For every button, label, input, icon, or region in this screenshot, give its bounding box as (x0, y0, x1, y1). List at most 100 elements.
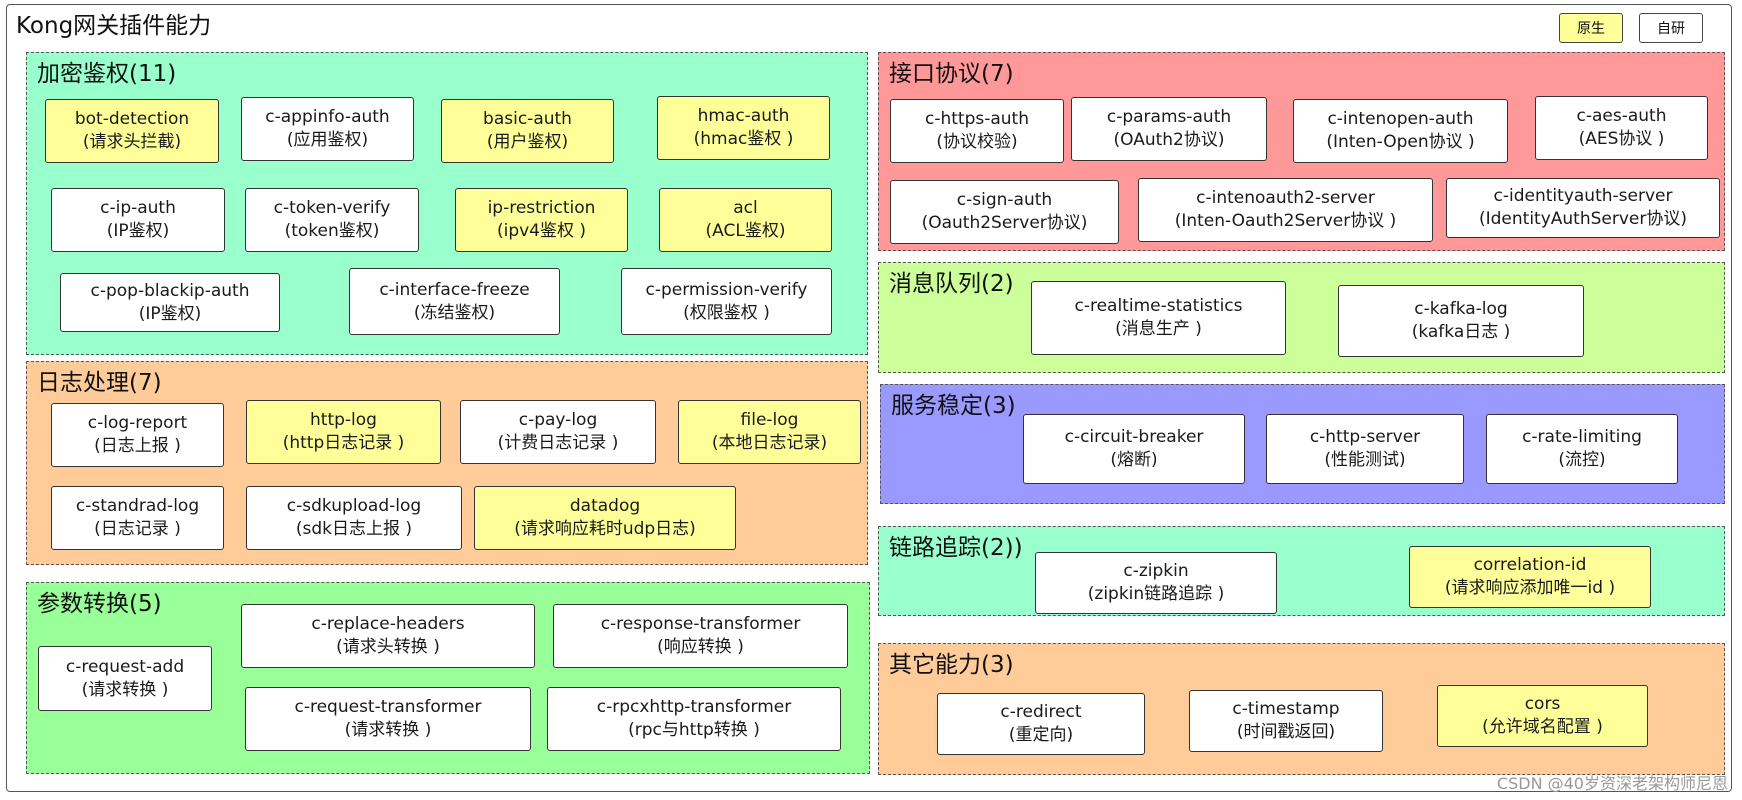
plugin-desc: (熔断) (1110, 450, 1158, 470)
plugin-name: correlation-id (1473, 555, 1587, 575)
plugin-desc: (OAuth2协议) (1113, 130, 1225, 150)
plugin-box-c-timestamp: c-timestamp(时间戳返回) (1189, 690, 1383, 752)
plugin-box-c-pop-blackip-auth: c-pop-blackip-auth(IP鉴权) (60, 273, 280, 332)
plugin-box-c-zipkin: c-zipkin (zipkin链路追踪 ) (1035, 552, 1277, 614)
plugin-name: c-circuit-breaker (1064, 427, 1204, 447)
plugin-box-c-rpcxhttp-transformer: c-rpcxhttp-transformer(rpc与http转换 ) (547, 687, 841, 751)
plugin-desc: (应用鉴权) (286, 130, 369, 150)
plugin-box-c-rate-limiting: c-rate-limiting (流控) (1486, 414, 1678, 484)
plugin-box-c-replace-headers: c-replace-headers(请求头转换 ) (241, 604, 535, 668)
plugin-box-c-permission-verify: c-permission-verify(权限鉴权 ) (621, 268, 832, 335)
plugin-desc: (IP鉴权) (138, 303, 202, 324)
plugin-name: c-https-auth (924, 109, 1029, 129)
plugin-box-c-appinfo-auth: c-appinfo-auth (应用鉴权) (241, 97, 414, 161)
plugin-name: c-zipkin (1123, 561, 1189, 581)
watermark: CSDN @40岁资深老架构师尼恩 (1496, 774, 1728, 793)
plugin-box-bot-detection: bot-detection (请求头拦截) (45, 99, 219, 163)
section-title: 其它能力(3) (889, 652, 1014, 678)
diagram-title: Kong网关插件能力 (16, 13, 212, 39)
plugin-box-c-sdkupload-log: c-sdkupload-log(sdk日志上报 ) (246, 486, 462, 550)
plugin-box-c-identityauth-server: c-identityauth-server(IdentityAuthServer… (1446, 178, 1720, 238)
section-title: 日志处理(7) (37, 370, 162, 396)
plugin-desc: (冻结鉴权) (413, 302, 496, 323)
plugin-name: c-rate-limiting (1522, 427, 1642, 447)
plugin-desc: (消息生产 ) (1115, 319, 1202, 339)
plugin-name: c-realtime-statistics (1074, 296, 1243, 316)
plugin-desc: (hmac鉴权 ) (693, 129, 794, 149)
plugin-name: file-log (740, 410, 799, 430)
plugin-desc: (计费日志记录 ) (497, 433, 619, 453)
plugin-desc: (用户鉴权) (486, 132, 569, 152)
plugin-box-acl: acl(ACL鉴权) (659, 188, 832, 252)
section-mq: 消息队列(2) (878, 262, 1725, 373)
plugin-box-c-pay-log: c-pay-log (计费日志记录 ) (460, 400, 656, 464)
plugin-name: c-pay-log (518, 410, 598, 430)
plugin-name: cors (1524, 694, 1561, 714)
plugin-name: c-kafka-log (1414, 299, 1508, 319)
plugin-box-c-realtime-statistics: c-realtime-statistics (消息生产 ) (1031, 281, 1286, 355)
plugin-name: c-pop-blackip-auth (90, 280, 250, 301)
plugin-name: c-replace-headers (311, 614, 465, 634)
plugin-desc: (http日志记录 ) (282, 433, 405, 453)
plugin-box-c-token-verify: c-token-verify (token鉴权) (245, 188, 419, 252)
plugin-box-datadog: datadog(请求响应耗时udp日志) (474, 486, 736, 550)
plugin-name: ip-restriction (487, 198, 596, 218)
plugin-box-cors: cors(允许域名配置 ) (1437, 685, 1648, 747)
plugin-box-c-https-auth: c-https-auth(协议校验) (890, 99, 1064, 163)
plugin-desc: (请求头拦截) (82, 132, 182, 152)
plugin-name: c-response-transformer (600, 614, 801, 634)
plugin-box-c-params-auth: c-params-auth (OAuth2协议) (1071, 97, 1267, 161)
plugin-desc: (请求响应添加唯一id ) (1444, 578, 1616, 598)
plugin-name: c-intenopen-auth (1327, 109, 1474, 129)
plugin-box-c-redirect: c-redirect(重定向) (937, 693, 1145, 755)
plugin-name: basic-auth (483, 109, 572, 129)
plugin-name: c-request-add (65, 656, 185, 677)
plugin-name: c-appinfo-auth (265, 107, 390, 127)
plugin-box-c-interface-freeze: c-interface-freeze(冻结鉴权) (349, 268, 560, 335)
plugin-name: c-params-auth (1106, 107, 1232, 127)
plugin-desc: (响应转换 ) (657, 637, 744, 657)
plugin-box-basic-auth: basic-auth (用户鉴权) (441, 99, 614, 163)
plugin-desc: (请求响应耗时udp日志) (514, 519, 696, 539)
section-title: 参数转换(5) (37, 591, 162, 617)
plugin-desc: (性能测试) (1324, 450, 1406, 470)
plugin-name: c-http-server (1309, 427, 1421, 447)
plugin-desc: (zipkin链路追踪 ) (1087, 584, 1225, 604)
plugin-box-c-response-transformer: c-response-transformer (响应转换 ) (553, 604, 848, 668)
plugin-box-c-kafka-log: c-kafka-log(kafka日志 ) (1338, 285, 1584, 357)
section-title: 加密鉴权(11) (37, 61, 177, 87)
plugin-box-c-intenoauth2-server: c-intenoauth2-server(Inten-Oauth2Server协… (1138, 178, 1433, 242)
plugin-desc: (Inten-Open协议 ) (1326, 132, 1475, 152)
plugin-name: acl (733, 198, 758, 218)
plugin-box-ip-restriction: ip-restriction (ipv4鉴权 ) (455, 188, 628, 252)
plugin-name: c-interface-freeze (379, 279, 530, 300)
plugin-desc: (ipv4鉴权 ) (496, 221, 587, 241)
plugin-desc: (sdk日志上报 ) (295, 519, 413, 539)
plugin-desc: (流控) (1558, 450, 1606, 470)
section-title: 服务稳定(3) (891, 393, 1016, 419)
plugin-name: c-sign-auth (956, 190, 1053, 210)
plugin-desc: (AES协议 ) (1578, 129, 1665, 149)
plugin-name: c-identityauth-server (1493, 186, 1673, 206)
plugin-box-c-standrad-log: c-standrad-log(日志记录 ) (51, 486, 224, 550)
plugin-name: c-intenoauth2-server (1196, 188, 1375, 208)
plugin-desc: (Oauth2Server协议) (921, 213, 1088, 233)
plugin-name: bot-detection (74, 109, 190, 129)
plugin-name: c-permission-verify (645, 279, 808, 300)
plugin-box-correlation-id: correlation-id (请求响应添加唯一id ) (1409, 546, 1651, 608)
plugin-desc: (请求转换 ) (81, 679, 169, 700)
plugin-desc: (IP鉴权) (106, 221, 170, 241)
plugin-name: c-standrad-log (75, 496, 200, 516)
legend-native: 原生 (1559, 13, 1623, 43)
plugin-name: c-log-report (87, 413, 188, 433)
plugin-box-c-ip-auth: c-ip-auth (IP鉴权) (51, 188, 225, 252)
plugin-name: c-aes-auth (1576, 106, 1667, 126)
plugin-desc: (权限鉴权 ) (683, 302, 770, 323)
plugin-box-c-http-server: c-http-server (性能测试) (1266, 414, 1464, 484)
plugin-desc: (token鉴权) (284, 221, 380, 241)
plugin-desc: (重定向) (1008, 725, 1074, 745)
plugin-name: c-token-verify (273, 198, 391, 218)
plugin-box-c-intenopen-auth: c-intenopen-auth (Inten-Open协议 ) (1293, 99, 1508, 163)
plugin-box-c-sign-auth: c-sign-auth (Oauth2Server协议) (890, 180, 1119, 244)
plugin-name: c-ip-auth (100, 198, 176, 218)
